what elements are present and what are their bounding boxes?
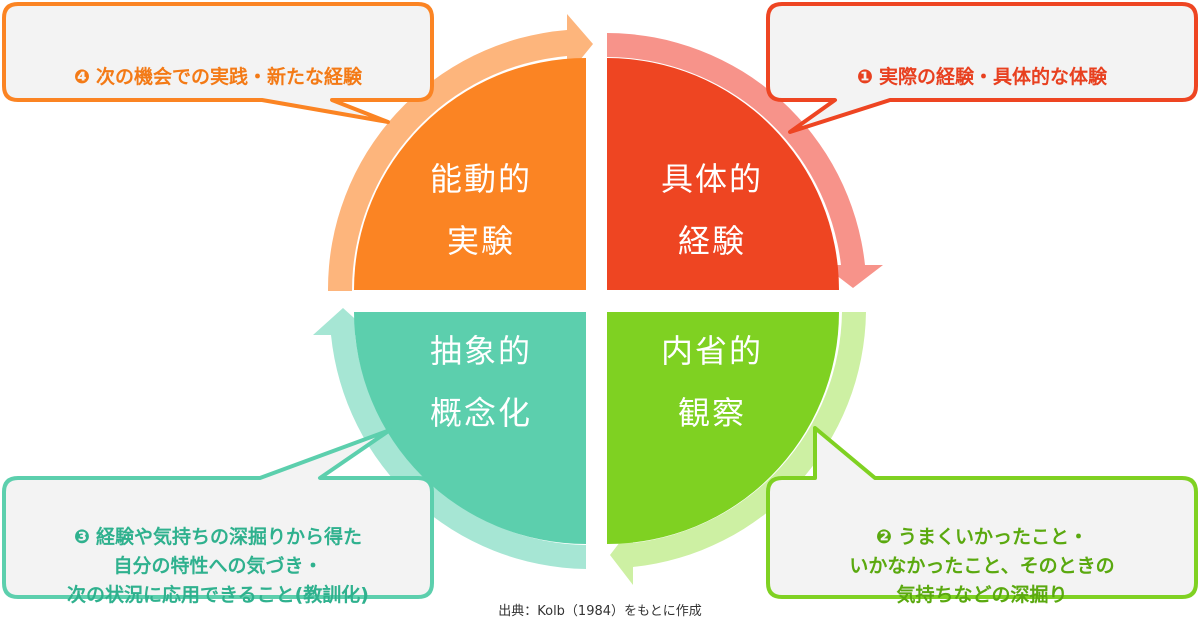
label-active-experimentation: 能動的 実験	[429, 160, 532, 260]
arrow-band-orange	[327, 14, 593, 291]
label-abstract-conceptualization: 抽象的 概念化	[429, 332, 532, 432]
callout-1-bubble	[766, 2, 1198, 134]
quadrant-concrete-experience	[607, 58, 839, 290]
callout-2-number: ❷	[875, 526, 893, 548]
quadrant-abstract-conceptualization	[354, 312, 586, 544]
callout-3-body: 経験や気持ちの深掘りから得た 自分の特性への気づき・ 次の状況に応用できること(…	[67, 526, 369, 606]
quadrant-reflective-observation	[607, 312, 839, 544]
callout-2-body: うまくいかったこと・ いかなかったこと、そのときの 気持ちなどの深掘り	[849, 526, 1115, 606]
callout-4-body: 次の機会での実践・新たな経験	[96, 66, 363, 88]
callout-2-bubble	[766, 426, 1198, 599]
callout-3-number: ❸	[73, 526, 91, 548]
label-concrete-experience: 具体的 経験	[660, 160, 763, 260]
callout-4-number: ❹	[73, 66, 91, 88]
callout-1-number: ❶	[856, 66, 874, 88]
quadrant-active-experimentation	[354, 58, 586, 290]
callout-3-bubble	[2, 428, 434, 599]
source-note: 出典：Kolb（1984）をもとに作成	[498, 604, 702, 619]
callout-4-bubble	[2, 2, 434, 124]
arrow-band-red	[607, 33, 883, 288]
callout-1-body: 実際の経験・具体的な体験	[879, 66, 1108, 88]
label-reflective-observation: 内省的 観察	[660, 332, 763, 432]
